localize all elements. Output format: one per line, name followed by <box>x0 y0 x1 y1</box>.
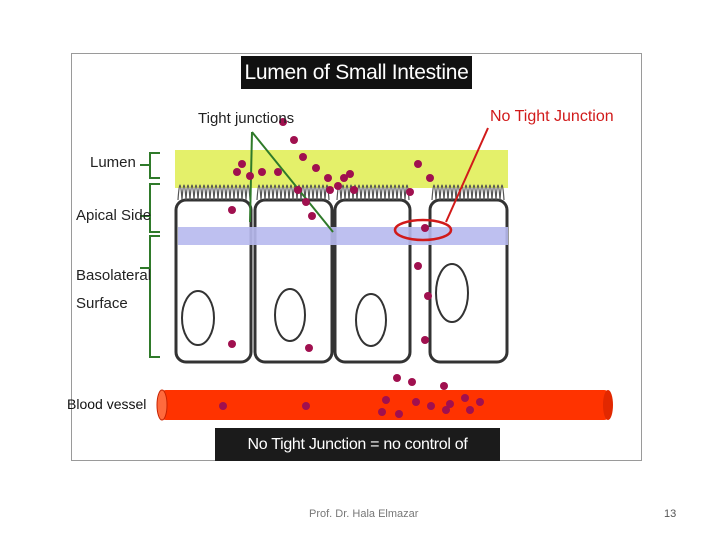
apical-bracket <box>149 183 160 233</box>
nucleus-2 <box>274 288 306 342</box>
nucleus-4 <box>435 263 469 323</box>
label-apical-side: Apical Side <box>76 207 152 224</box>
lumen-bracket <box>149 152 160 179</box>
figure-caption: No Tight Junction = no control of absorp… <box>215 428 500 486</box>
no-tight-junction-marker <box>393 218 453 242</box>
label-basolateral-line1: Basolateral <box>76 267 152 284</box>
figure-title: Lumen of Small Intestine <box>241 56 472 89</box>
footer-author: Prof. Dr. Hala Elmazar <box>309 508 419 520</box>
label-blood-vessel: Blood vessel <box>67 396 147 412</box>
lumen-band <box>175 150 508 188</box>
nuclei <box>181 263 469 347</box>
no-tight-junction-pointer <box>445 127 489 223</box>
page-number: 13 <box>664 508 677 520</box>
region-brackets <box>140 152 160 358</box>
basolateral-bracket <box>149 235 160 358</box>
apical-band <box>178 227 508 245</box>
microvilli <box>177 184 505 201</box>
particles <box>219 118 484 418</box>
label-tight-junctions: Tight junctions <box>198 110 295 127</box>
label-basolateral-line2: Surface <box>76 295 128 312</box>
label-basolateral-surface: Basolateral Surface <box>76 262 156 318</box>
label-no-tight-junction: No Tight Junction <box>490 108 614 125</box>
nucleus-3 <box>355 293 387 347</box>
label-lumen: Lumen <box>90 154 136 171</box>
nucleus-1 <box>181 290 215 346</box>
blood-vessel <box>156 389 613 421</box>
